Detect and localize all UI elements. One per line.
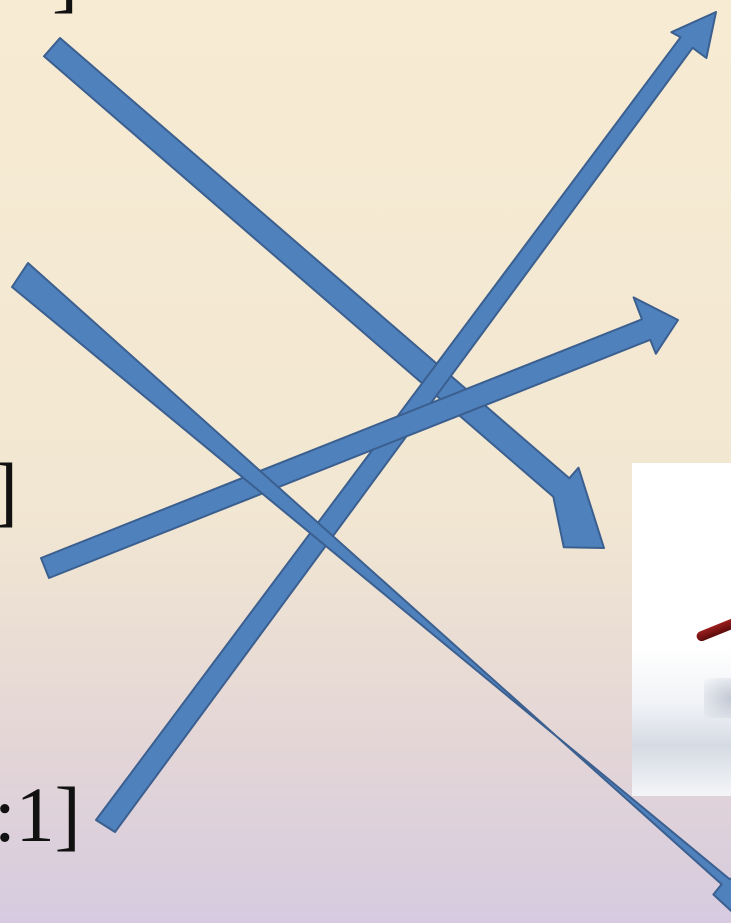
- arrow-down-right-upper: [44, 38, 604, 548]
